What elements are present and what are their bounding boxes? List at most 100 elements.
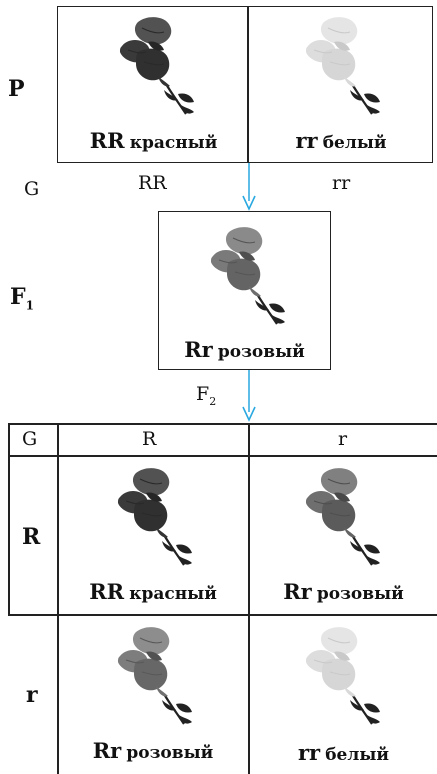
arrow-head [242,195,256,211]
f2-cell-rr-pink-label-b: Rr розовый [58,738,248,763]
flower-leaf-tip [366,104,380,114]
flower-pink-f2-icon [306,468,380,566]
flower-upper-petal [132,468,170,496]
grid-header-line [8,455,437,457]
flower-sepal-left [162,541,176,552]
flower-petal-vein [313,478,351,517]
flower-sepal-left [350,90,364,101]
f1-row-label: F1 [10,284,34,312]
gamete-left: RR [138,172,167,194]
f2-cell-rr-white-label: rr белый [250,740,437,765]
flower-tube [249,286,261,297]
gamete-right: rr [332,172,351,194]
f1-phenotype: розовый [217,342,305,362]
flower-tube [156,686,168,697]
arrow-to-f1 [242,163,256,211]
parent-right-label: rr белый [249,128,433,153]
f2-cell-genotype: RR [89,579,125,604]
flower-upper-petal [320,468,358,496]
flower-sepal-left [350,541,364,552]
flower-upper-petal [320,627,358,655]
grid-row-label-r-upper: R [22,524,41,550]
grid-row-label-r-lower: r [26,682,38,708]
parent-right-phenotype: белый [322,133,387,153]
flower-sepal-right [269,303,285,313]
flower-throat [146,492,162,502]
f2-subscript: 2 [209,394,217,408]
flower-leaf-tip [178,555,192,565]
flower-petal-vein [313,27,351,66]
parents-box [57,6,433,163]
f1-row-subscript: 1 [25,298,34,313]
flower-tube [156,527,168,538]
flower-sepal-left [255,300,269,311]
f2-cell-rr-pink-label-a: Rr розовый [250,579,437,604]
grid-top-line [8,423,437,425]
f2-cell-rr-red-label: RR красный [58,579,248,604]
flower-petal-vein [313,637,351,676]
parent-left-label: RR красный [60,128,247,153]
flower-sepal-right [364,93,380,103]
flower-petal-vein [127,27,165,66]
grid-middle-line [8,614,437,616]
flower-upper-petal [225,227,263,255]
flower-upper-petal [134,17,172,45]
flower-sepal-right [176,703,192,713]
flower-white-parent-icon [306,17,380,115]
f2-cell-phenotype: красный [129,584,217,604]
flower-sepal-left [162,700,176,711]
grid-header-r-lower: r [338,428,348,450]
flower-sepal-left [164,90,178,101]
parent-left-phenotype: красный [129,133,218,153]
flower-tube [344,76,356,87]
flower-leaf-tip [178,714,192,724]
gametes-row-label: G [24,178,40,200]
flower-throat [334,492,350,502]
grid-left-edge [8,423,10,615]
f2-cell-phenotype: розовый [126,743,214,763]
grid-header-r-upper: R [142,428,157,450]
f1-row-letter: F [10,284,26,310]
f2-cell-genotype: Rr [92,738,122,763]
flower-leaf-tip [366,714,380,724]
flower-throat [334,41,350,51]
flower-tube [344,686,356,697]
parents-divider [247,6,249,163]
parents-row-label: P [8,76,25,102]
grid-corner-g: G [22,428,38,450]
grid-col-divider-1 [57,423,59,774]
flower-throat [334,651,350,661]
flower-petal-vein [218,237,256,276]
flower-leaf-tip [180,104,194,114]
f1-genotype: Rr [184,337,213,362]
flower-tube [344,527,356,538]
flower-sepal-right [364,703,380,713]
flower-leaf-tip [271,314,285,324]
flower-upper-petal [320,17,358,45]
f2-cell-genotype: Rr [283,579,312,604]
flower-tube [158,76,170,87]
f2-letter: F [196,383,210,405]
flower-petal-vein [125,478,163,517]
flower-leaf-tip [366,555,380,565]
flower-throat [148,41,164,51]
f1-label: Rr розовый [158,337,331,362]
flower-pink-f2-icon [118,627,192,725]
f2-cell-genotype: rr [297,740,321,765]
flower-pink-f1-icon [211,227,285,325]
parent-right-genotype: rr [295,128,318,153]
f2-cell-phenotype: белый [325,745,390,765]
flower-petal-vein [125,637,163,676]
arrow-head [242,406,256,422]
parent-left-genotype: RR [89,128,125,153]
flower-white-f2-icon [306,627,380,725]
f2-cell-phenotype: розовый [316,584,404,604]
grid-col-divider-2 [248,423,250,774]
flower-sepal-left [350,700,364,711]
flower-upper-petal [132,627,170,655]
f2-label: F2 [196,383,216,408]
flower-sepal-right [364,544,380,554]
flower-sepal-right [178,93,194,103]
flower-red-f2-icon [118,468,192,566]
flower-sepal-right [176,544,192,554]
